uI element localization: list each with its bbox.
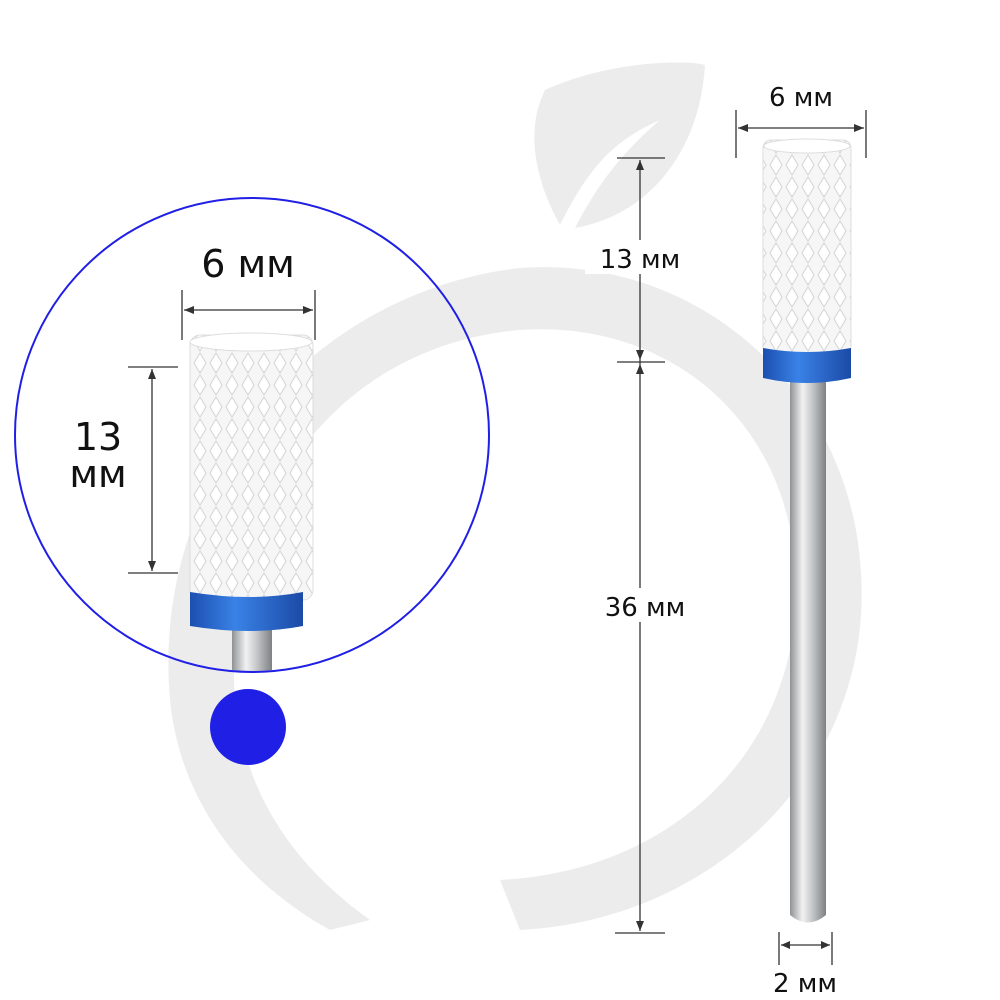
watermark-logo xyxy=(168,62,862,930)
zoomed-length-unit: мм xyxy=(69,452,126,496)
full-bit-view: 6 мм 13 мм 36 мм 2 мм xyxy=(585,83,867,999)
blue-band xyxy=(763,348,851,383)
head-length-label: 13 мм xyxy=(600,245,681,275)
zoomed-shank xyxy=(232,625,272,671)
zoomed-ceramic-head xyxy=(189,334,314,601)
head-width-dimension: 6 мм xyxy=(735,83,867,158)
shank-length-label: 36 мм xyxy=(605,593,686,623)
length-dimensions: 13 мм 36 мм xyxy=(585,157,700,934)
zoomed-length-dimension: 13 мм xyxy=(69,366,178,574)
color-swatch-dot xyxy=(210,689,286,765)
zoomed-width-dimension: 6 мм xyxy=(181,242,316,340)
zoom-circle xyxy=(14,197,490,673)
zoomed-length-number: 13 xyxy=(74,415,122,459)
ceramic-head xyxy=(762,139,852,356)
shank-diameter-dimension: 2 мм xyxy=(773,932,837,999)
shank xyxy=(790,380,826,923)
zoomed-width-label: 6 мм xyxy=(201,242,295,286)
shank-diameter-label: 2 мм xyxy=(773,969,837,999)
head-width-label: 6 мм xyxy=(769,83,833,113)
zoomed-bit-view: 6 мм 13 мм xyxy=(14,197,490,673)
zoomed-blue-band xyxy=(190,592,303,631)
